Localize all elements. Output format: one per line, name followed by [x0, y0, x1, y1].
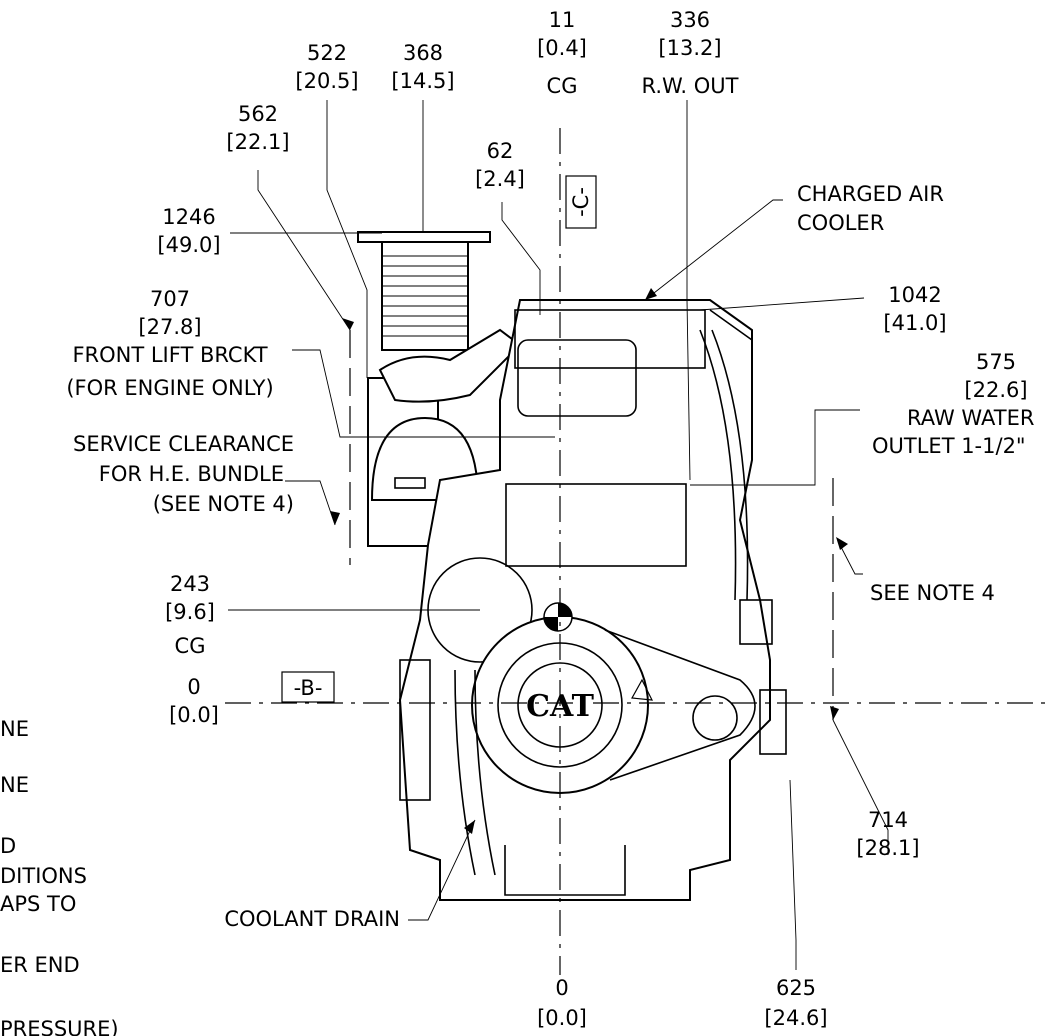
dim-714-value: 714 [868, 808, 908, 832]
dim-707-inch: [27.8] [138, 315, 201, 339]
dim-575-inch: [22.6] [964, 378, 1027, 402]
dim-62-value: 62 [487, 139, 514, 163]
note-fragment: ER END [0, 953, 80, 977]
dim-1042-value: 1042 [888, 283, 941, 307]
dim-575-value: 575 [976, 350, 1016, 374]
dim-707-label-1: FRONT LIFT BRCKT [72, 343, 267, 367]
dim-11-label: CG [547, 74, 578, 98]
dim-336-label: R.W. OUT [642, 74, 739, 98]
notes-fragments: NE NE D DITIONS APS TO ER END PRESSURE) [0, 717, 119, 1036]
dim-562-value: 562 [238, 102, 278, 126]
note-fragment: D [0, 834, 16, 858]
dim-243-label: CG [175, 634, 206, 658]
datum-b-label: -B- [294, 676, 323, 700]
datum-c-box [565, 175, 597, 229]
dim-522-inch: [20.5] [295, 69, 358, 93]
note-fragment: APS TO [0, 892, 76, 916]
dim-11-inch: [0.4] [537, 36, 587, 60]
service-clearance-label-1: SERVICE CLEARANCE [73, 432, 294, 456]
leader-lines [228, 100, 889, 970]
coolant-drain-label: COOLANT DRAIN [224, 907, 400, 931]
dim-1246-value: 1246 [162, 205, 215, 229]
service-clearance-label-2: FOR H.E. BUNDLE [99, 462, 284, 486]
note-fragment: NE [0, 717, 29, 741]
charged-air-cooler-label-1: CHARGED AIR [797, 182, 944, 206]
dim-0-bottom-value: 0 [555, 976, 568, 1000]
dim-707-value: 707 [150, 287, 190, 311]
see-note-4-label: SEE NOTE 4 [870, 581, 995, 605]
service-clearance-label-3: (SEE NOTE 4) [153, 492, 294, 516]
dim-243-value: 243 [170, 572, 210, 596]
note-fragment: NE [0, 773, 29, 797]
dim-625-value: 625 [776, 976, 816, 1000]
dim-714-inch: [28.1] [856, 836, 919, 860]
dim-522-value: 522 [307, 41, 347, 65]
dim-562-inch: [22.1] [226, 130, 289, 154]
dim-0-left-value: 0 [187, 675, 200, 699]
dim-1042-inch: [41.0] [883, 311, 946, 335]
dim-707-label-2: (FOR ENGINE ONLY) [66, 376, 273, 400]
dim-575-label-1: RAW WATER [907, 406, 1034, 430]
charged-air-cooler-label-2: COOLER [797, 211, 884, 235]
dim-336-inch: [13.2] [658, 36, 721, 60]
dim-625-inch: [24.6] [764, 1006, 827, 1030]
dim-575-label-2: OUTLET 1-1/2" [872, 434, 1026, 458]
cg-marker-icon [543, 602, 573, 632]
engine-outline [357, 231, 787, 901]
dim-336-value: 336 [670, 8, 710, 32]
rotation-arrow-icon [631, 678, 654, 701]
dim-1246-inch: [49.0] [157, 233, 220, 257]
dim-0-left-inch: [0.0] [169, 703, 219, 727]
dim-0-bottom-inch: [0.0] [537, 1006, 587, 1030]
leader-arrowheads [330, 288, 848, 834]
dim-368-inch: [14.5] [391, 69, 454, 93]
dim-243-inch: [9.6] [165, 600, 215, 624]
dim-62-inch: [2.4] [475, 167, 525, 191]
note-fragment: PRESSURE) [0, 1017, 119, 1036]
datum-c-label: -C- [569, 187, 593, 217]
note-fragment: DITIONS [0, 864, 87, 888]
datum-b-box [281, 671, 335, 703]
dim-368-value: 368 [403, 41, 443, 65]
dim-11-value: 11 [549, 8, 576, 32]
